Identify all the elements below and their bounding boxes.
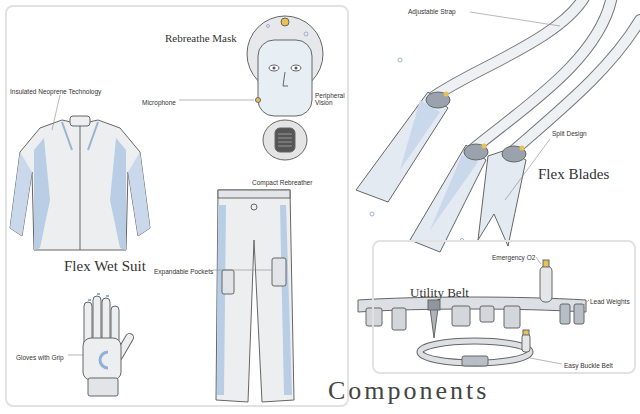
part-label: Split Design: [552, 130, 587, 137]
part-label: Peripheral Vision: [315, 92, 345, 107]
part-heading: Utility Belt: [410, 286, 469, 301]
gear-panel: Rebreathe MaskMicrophone Peripheral Visio…: [5, 5, 349, 407]
part-label: Easy Buckle Belt: [564, 362, 613, 369]
glove: [83, 294, 135, 396]
fin-straps: [432, 0, 640, 152]
part-label: Compact Rebreather: [252, 179, 312, 186]
wet-suit-pants: [216, 190, 294, 402]
wet-suit-jacket: [10, 116, 150, 250]
part-label: Gloves with Grip: [16, 354, 64, 361]
part-label: Insulated Neoprene Technology: [10, 88, 101, 95]
part-label: Adjustable Strap: [408, 8, 456, 15]
part-label: Microphone: [142, 99, 176, 106]
fin-blades: [356, 58, 526, 252]
easy-buckle-belt: [420, 330, 530, 366]
part-heading: Flex Wet Suit: [64, 258, 146, 275]
leader-lines: [52, 12, 589, 364]
title: Components: [328, 378, 489, 404]
part-label: Expandable Pockets: [154, 268, 213, 275]
part-heading: Rebreathe Mask: [165, 32, 237, 45]
belt-panel: Utility Belt Emergency O2 Lead WeightsEasy…: [372, 240, 636, 374]
rebreathe-mask: [247, 16, 323, 160]
utility-belt: [358, 260, 586, 338]
part-heading: Flex Blades: [538, 166, 609, 183]
part-label: Lead Weights: [590, 298, 630, 305]
part-label: Emergency O2: [492, 254, 535, 261]
